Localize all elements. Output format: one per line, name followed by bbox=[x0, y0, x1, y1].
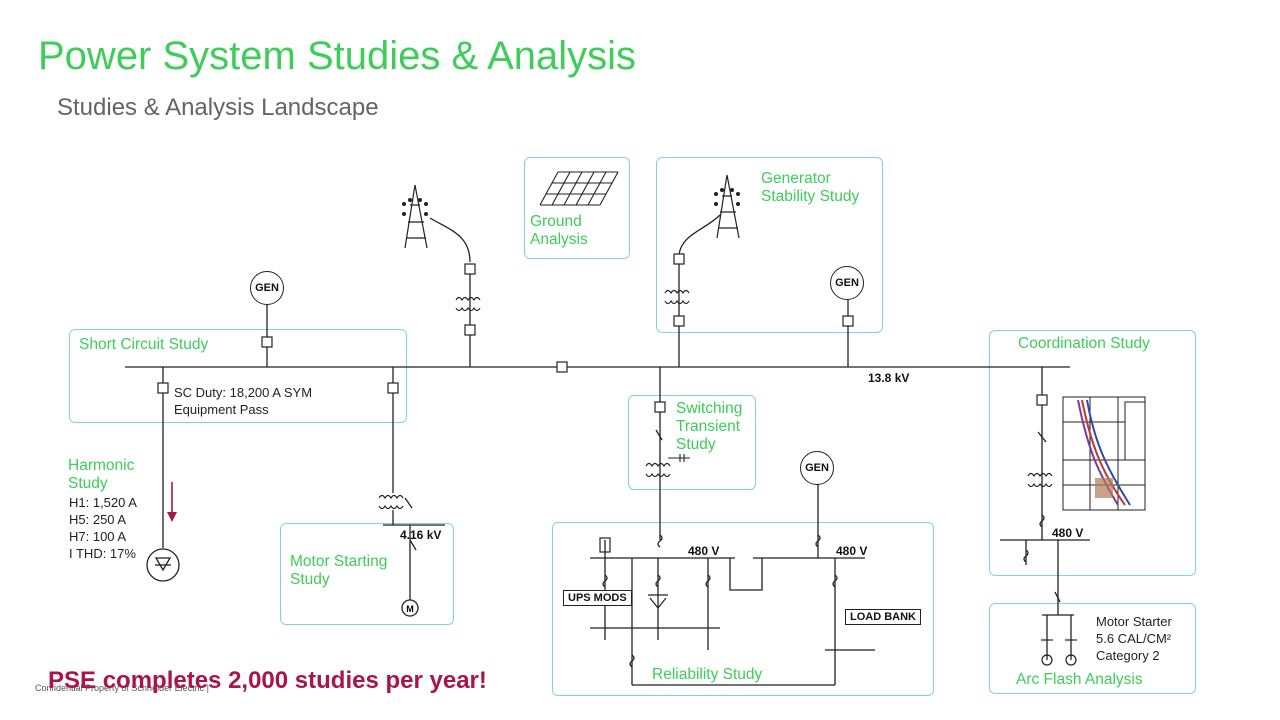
harmonic-h1: H1: 1,520 A bbox=[69, 495, 137, 510]
gen-stab-cable bbox=[678, 214, 721, 257]
ground-grid-icon bbox=[539, 171, 619, 206]
harmonic-thd: I THD: 17% bbox=[69, 546, 136, 561]
harmonic-h7: H7: 100 A bbox=[69, 529, 127, 544]
reliability-box bbox=[552, 522, 934, 696]
studies-callout: PSE completes 2,000 studies per year! bbox=[48, 667, 487, 694]
motor-starting-box bbox=[280, 523, 454, 625]
switching-transient-box bbox=[628, 395, 756, 490]
ground-analysis-label: Ground Analysis bbox=[530, 213, 588, 248]
reliability-label: Reliability Study bbox=[652, 666, 763, 683]
short-circuit-label: Short Circuit Study bbox=[79, 336, 209, 353]
generator-stability-box bbox=[656, 157, 883, 333]
load-bank-plate: LOAD BANK bbox=[845, 609, 921, 625]
bus-480v-b-label: 480 V bbox=[836, 544, 868, 558]
confidential-footer: Confidential Property of Schneider Elect… bbox=[35, 683, 209, 693]
switching-transient-label: Switching Transient Study bbox=[676, 400, 743, 453]
arc-flash-label: Arc Flash Analysis bbox=[1016, 671, 1143, 688]
bus-480v-c-label: 480 V bbox=[1052, 526, 1084, 540]
drive-symbol bbox=[146, 548, 180, 582]
gen-reliability: GEN bbox=[800, 451, 834, 485]
bus-480v-a-label: 480 V bbox=[688, 544, 720, 558]
motor-starting-label: Motor Starting Study bbox=[290, 553, 388, 588]
harmonic-arrow bbox=[167, 482, 177, 522]
harmonic-h5: H5: 250 A bbox=[69, 512, 127, 527]
page-title: Power System Studies & Analysis bbox=[38, 34, 637, 78]
utility-cable bbox=[429, 217, 471, 263]
sc-duty-line1: SC Duty: 18,200 A SYM bbox=[174, 385, 313, 400]
generator-stability-label: Generator Stability Study bbox=[761, 170, 860, 205]
page-subtitle: Studies & Analysis Landscape bbox=[57, 94, 379, 121]
motor-label: M bbox=[406, 604, 414, 614]
coordination-box bbox=[989, 330, 1196, 576]
tower-icon bbox=[404, 174, 740, 249]
harmonic-label: Harmonic Study bbox=[68, 457, 135, 492]
gen-stability: GEN bbox=[830, 266, 864, 300]
arc-flash-line1: Motor Starter bbox=[1096, 614, 1172, 629]
arc-flash-box bbox=[989, 603, 1196, 694]
arc-flash-line2: 5.6 CAL/CM² bbox=[1096, 631, 1172, 646]
arc-flash-line3: Category 2 bbox=[1096, 648, 1160, 663]
ground-analysis-box bbox=[524, 157, 630, 259]
coordination-label: Coordination Study bbox=[1018, 335, 1150, 352]
ups-mods-plate: UPS MODS bbox=[563, 590, 632, 606]
gen-left: GEN bbox=[250, 271, 284, 305]
motor-symbol bbox=[401, 599, 419, 617]
bus-13-8kv-label: 13.8 kV bbox=[868, 371, 910, 385]
bus-4-16kv-label: 4.16 kV bbox=[400, 528, 442, 542]
coordination-curves bbox=[1062, 396, 1146, 511]
short-circuit-box bbox=[69, 329, 407, 423]
sc-duty-line2: Equipment Pass bbox=[174, 402, 269, 417]
